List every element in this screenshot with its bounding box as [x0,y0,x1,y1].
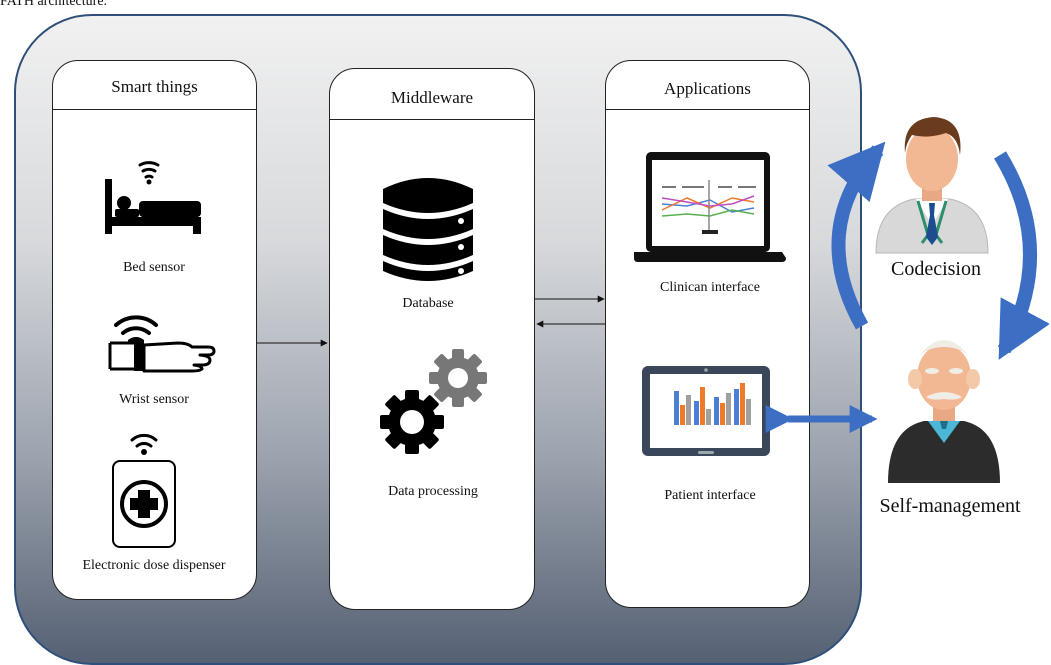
codecision-label: Codecision [891,258,981,280]
tablet-icon [642,366,770,456]
database-icon [383,178,473,281]
wrist-sensor-label: Wrist sensor [119,392,189,407]
applications-title: Applications [664,79,751,98]
wifi-icon [138,161,160,179]
smart-things-title: Smart things [111,77,198,96]
self-management-label: Self-management [879,495,1021,517]
laptop-icon [634,152,786,262]
figure-caption: FATH architecture. [0,0,108,9]
cycle-arrow-left [827,141,886,330]
connector-arrows [257,141,1050,433]
patient-interface-label: Patient interface [664,488,756,503]
wrist-icon [108,315,216,373]
dose-dispenser-icon [112,433,176,548]
database-label: Database [402,296,454,311]
dose-dispenser-label: Electronic dose dispenser [82,558,226,573]
cycle-arrow-right [994,151,1050,360]
gears-icon [380,349,487,454]
bed-sensor-label: Bed sensor [123,260,185,275]
doctor-avatar [875,117,989,254]
data-processing-label: Data processing [388,484,478,499]
bed-icon [105,161,201,234]
middleware-panel: Middleware [329,68,535,610]
middleware-title: Middleware [390,88,474,107]
clinician-interface-label: Clinican interface [660,280,760,295]
middleware-divider [330,119,534,120]
applications-divider [606,109,809,110]
applications-panel: Applications [605,60,810,608]
patient-avatar [888,340,1000,483]
smart-things-divider [53,109,256,110]
